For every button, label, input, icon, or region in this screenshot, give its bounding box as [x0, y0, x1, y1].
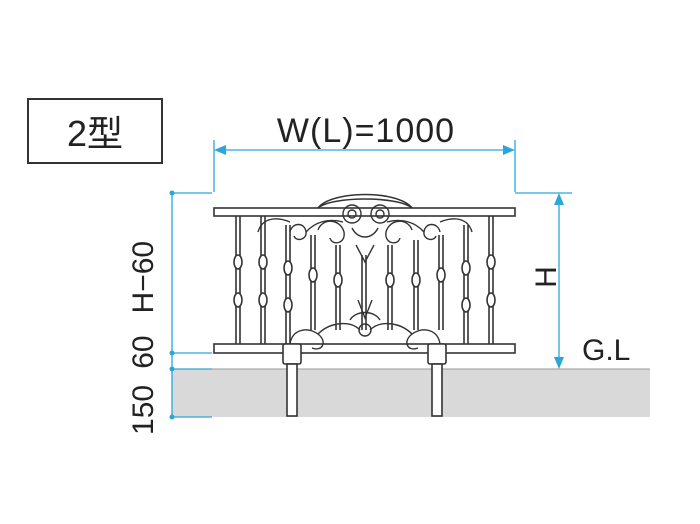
arrow-icon: [554, 357, 564, 369]
dim-60-label: 60: [127, 335, 160, 369]
ground-area: [172, 369, 650, 417]
arch: [317, 193, 413, 209]
height-label: H: [530, 266, 563, 288]
type-label: 2型: [66, 113, 124, 154]
dim-h-minus-60-label: H−60: [127, 240, 160, 314]
posts: [282, 343, 447, 417]
ground-level-label: G.L: [582, 334, 631, 367]
scroll-ornament-bottom: [289, 299, 441, 350]
balusters-left: [235, 216, 316, 344]
baluster-knobs: [233, 254, 496, 313]
type-label-box: 2型: [27, 98, 163, 164]
width-label: W(L)=1000: [276, 112, 456, 150]
bottom-rail: [213, 343, 516, 354]
top-rail: [213, 207, 516, 217]
post-left: [286, 363, 298, 417]
post-right: [431, 363, 443, 417]
balusters-center: [335, 245, 393, 330]
vertical-dimension-labels: 150 60 H−60: [126, 225, 162, 445]
arrow-icon: [214, 145, 226, 155]
scroll-ornament-top: [257, 204, 473, 264]
dim-150-label: 150: [127, 384, 160, 435]
arrow-icon: [554, 193, 564, 205]
post-right-cap: [427, 343, 447, 365]
fence: [213, 193, 516, 417]
arrow-icon: [503, 145, 515, 155]
balusters-right: [413, 216, 494, 344]
dimension-lines: [169, 140, 572, 420]
post-left-cap: [282, 343, 302, 365]
